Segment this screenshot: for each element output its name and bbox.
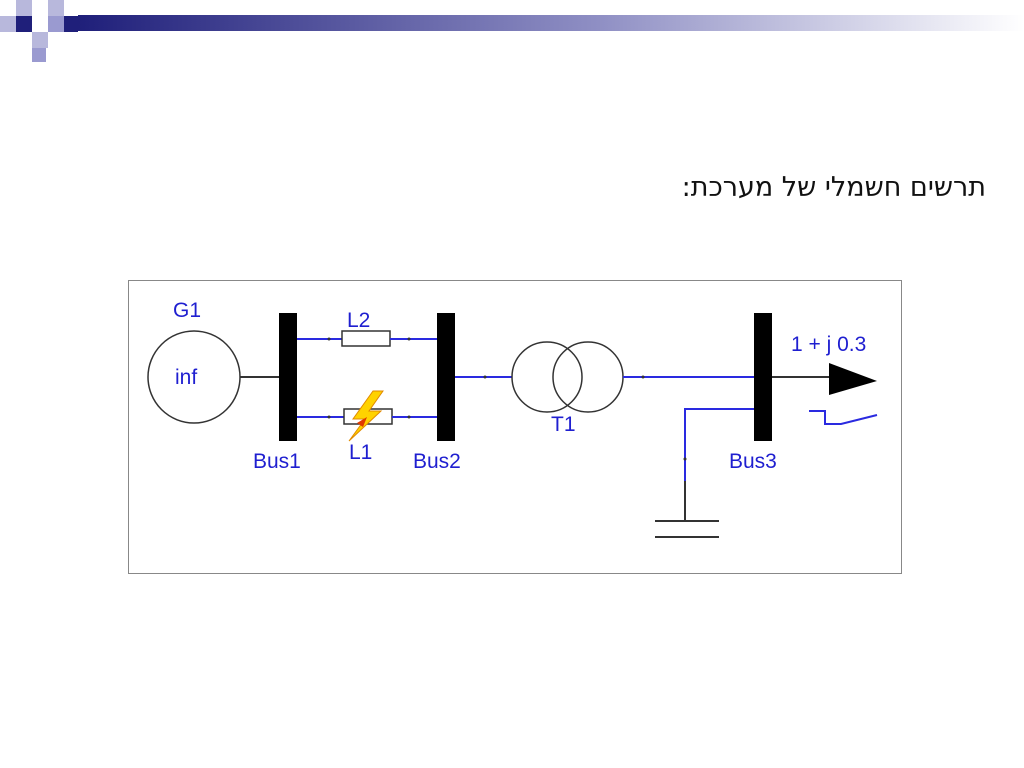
bus3-label: Bus3 (729, 450, 777, 473)
single-line-diagram: inf G1 Bus1 L2 L1 (128, 280, 902, 574)
line-l1-label: L1 (349, 441, 372, 464)
transformer-label: T1 (551, 413, 576, 436)
bus1-label: Bus1 (253, 450, 301, 473)
bus1: Bus1 (253, 313, 301, 473)
load-arrow: 1 + j 0.3 (772, 333, 878, 425)
bus2: Bus2 (413, 313, 461, 473)
line-l2: L2 (297, 309, 437, 347)
bus2-label: Bus2 (413, 450, 461, 473)
header-square-pattern (0, 0, 78, 62)
generator-name-label: G1 (173, 299, 201, 322)
bus3: Bus3 (729, 313, 777, 473)
transformer-t1: T1 (455, 341, 754, 436)
generator-g1: inf G1 (147, 299, 279, 424)
load-value-label: 1 + j 0.3 (791, 333, 866, 356)
slide-header-band (0, 0, 1024, 62)
fault-lightning-icon (348, 390, 384, 442)
header-gradient-bar (78, 15, 1024, 31)
diagram-canvas: inf G1 Bus1 L2 L1 (147, 299, 878, 538)
slide-title: תרשים חשמלי של מערכת: (681, 172, 986, 203)
line-l2-label: L2 (347, 309, 370, 332)
shunt-capacitor (655, 408, 754, 538)
generator-value-label: inf (175, 366, 197, 389)
line-l1: L1 (297, 390, 437, 464)
